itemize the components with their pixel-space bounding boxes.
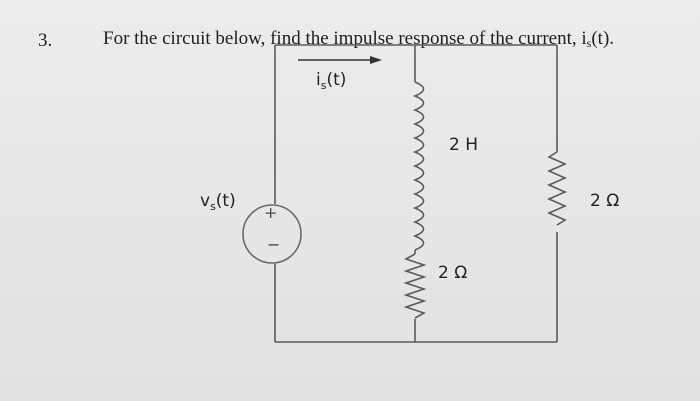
current-label-tail: (t)	[326, 70, 347, 90]
question-text-tail: (t).	[591, 28, 615, 49]
inductor-label: 2 H	[449, 135, 479, 155]
question-text-main: For the circuit below, find the impulse …	[103, 28, 587, 49]
current-arrow-head-icon	[370, 56, 382, 64]
source-label-base: v	[200, 191, 211, 211]
current-label-base: i	[316, 70, 321, 90]
series-resistor-icon	[403, 253, 427, 319]
source-plus-sign: +	[264, 203, 278, 222]
source-label-tail: (t)	[215, 191, 236, 211]
question-text: For the circuit below, find the impulse …	[103, 28, 614, 51]
inductor-icon	[412, 81, 425, 251]
question-number: 3.	[38, 30, 53, 51]
question-text-subscript: s	[586, 36, 592, 50]
voltage-source-icon	[242, 204, 302, 264]
source-minus-sign: −	[267, 235, 281, 254]
current-label: is(t)	[316, 70, 346, 92]
source-label-subscript: s	[210, 200, 216, 213]
parallel-resistor-label: 2 Ω	[590, 191, 620, 211]
source-label: vs(t)	[200, 191, 236, 213]
series-resistor-label: 2 Ω	[438, 263, 468, 283]
current-label-subscript: s	[320, 79, 327, 92]
parallel-resistor-icon	[547, 151, 567, 226]
